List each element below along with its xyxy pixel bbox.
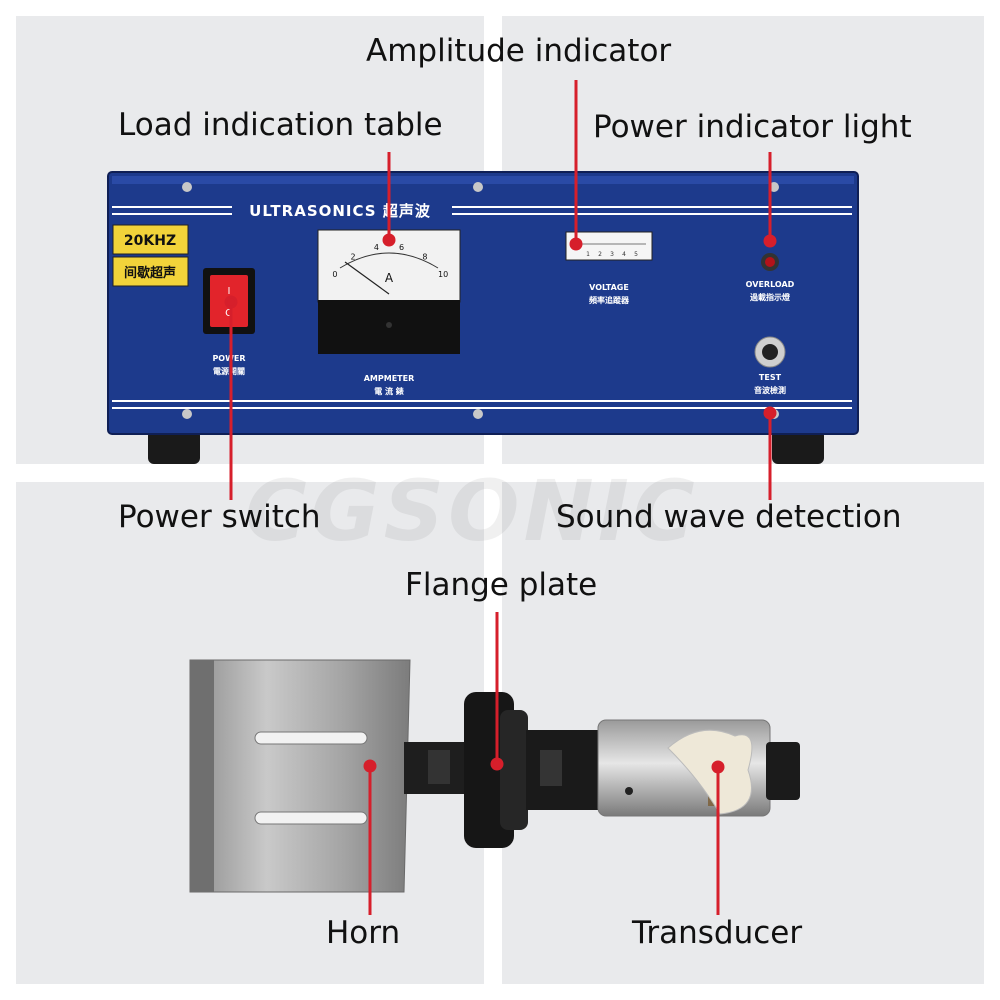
- callout-power-switch: Power switch: [118, 499, 321, 535]
- leader-dot: [711, 760, 725, 774]
- callout-sound-wave-detection: Sound wave detection: [556, 499, 902, 535]
- voltage-tick-label: 1: [586, 251, 590, 258]
- ultrasonic-generator: ULTRASONICS 超声波 20KHZ 间歇超声 I O POWER 電源開…: [107, 171, 859, 464]
- overload-label-cn: 過載指示燈: [749, 292, 791, 302]
- booster-body: [526, 730, 600, 810]
- voltage-label-cn: 頻率追蹤器: [589, 295, 630, 305]
- ammeter-label-cn: 電 流 錶: [374, 386, 404, 396]
- watermark: CGSONIC: [245, 462, 699, 560]
- voltage-tick-label: 2: [598, 251, 602, 258]
- power-switch-off-mark: O: [225, 308, 233, 319]
- ammeter-tick-labels: 0 2 4 6 8 10: [332, 243, 448, 279]
- mode-label: 间歇超声: [124, 265, 176, 281]
- test-label-cn: 音波檢測: [754, 385, 786, 395]
- brand-label: ULTRASONICS 超声波: [249, 202, 431, 220]
- ammeter-unit: A: [385, 271, 394, 285]
- panel-top-highlight: [112, 176, 854, 184]
- screw-icon: [182, 182, 192, 192]
- horn-slot-lower: [254, 811, 368, 825]
- transducer-screw-icon: [625, 787, 633, 795]
- leader-dot: [224, 295, 238, 309]
- leader-dot: [363, 759, 377, 773]
- horn-assembly: [189, 659, 800, 893]
- generator-foot-right: [772, 430, 824, 464]
- generator-front-panel: [107, 171, 859, 435]
- callout-amplitude-indicator: Amplitude indicator: [366, 33, 672, 69]
- insulating-wrap: [667, 729, 753, 815]
- power-switch-on-mark: I: [228, 286, 231, 297]
- callout-flange-plate: Flange plate: [405, 567, 598, 603]
- voltage-label: VOLTAGE: [589, 283, 629, 292]
- callout-load-indication-table: Load indication table: [118, 107, 443, 143]
- ammeter-needle: [344, 261, 390, 295]
- ammeter-tick-label: 6: [399, 243, 404, 252]
- booster-flat: [540, 750, 562, 786]
- frequency-label-plate: [112, 224, 189, 255]
- mode-label-plate: [112, 256, 189, 287]
- ammeter-tick-label: 0: [332, 270, 337, 279]
- voltage-tick-label: 3: [610, 251, 614, 258]
- ammeter-tick-label: 10: [438, 270, 448, 279]
- horn-slot-upper: [254, 731, 368, 745]
- screw-icon: [473, 182, 483, 192]
- ammeter-tick-label: 2: [351, 253, 356, 262]
- leader-dot: [763, 234, 777, 248]
- screw-icon: [182, 409, 192, 419]
- flange-rim: [500, 710, 528, 830]
- voltage-tick-labels: 1 2 3 4 5: [586, 251, 638, 258]
- power-label: POWER: [212, 354, 245, 363]
- neck-flat: [428, 750, 450, 784]
- voltage-tick-label: 4: [622, 251, 626, 258]
- frequency-label: 20KHZ: [124, 233, 176, 249]
- callout-horn: Horn: [326, 915, 401, 951]
- ammeter-zero-adjust-screw: [386, 322, 392, 328]
- test-label: TEST: [759, 373, 782, 382]
- leader-dot: [490, 757, 504, 771]
- ammeter-tick-label: 8: [422, 253, 427, 262]
- callout-transducer: Transducer: [632, 915, 803, 951]
- ammeter-label: AMPMETER: [364, 374, 415, 383]
- overload-label: OVERLOAD: [746, 280, 795, 289]
- screw-icon: [473, 409, 483, 419]
- callout-power-indicator-light: Power indicator light: [593, 109, 912, 145]
- voltage-tick-label: 5: [634, 251, 638, 258]
- horn-side-face: [190, 660, 214, 892]
- test-button[interactable]: [762, 344, 778, 360]
- generator-foot-left: [148, 430, 200, 464]
- ammeter-scale-arc: [339, 252, 439, 269]
- power-label-cn: 電源開關: [213, 366, 245, 376]
- leader-dot: [569, 237, 583, 251]
- leader-dot: [382, 233, 396, 247]
- leader-dot: [763, 406, 777, 420]
- ammeter-tick-label: 4: [374, 243, 379, 252]
- overload-indicator-light: [765, 257, 775, 267]
- transducer-connector: [766, 742, 800, 800]
